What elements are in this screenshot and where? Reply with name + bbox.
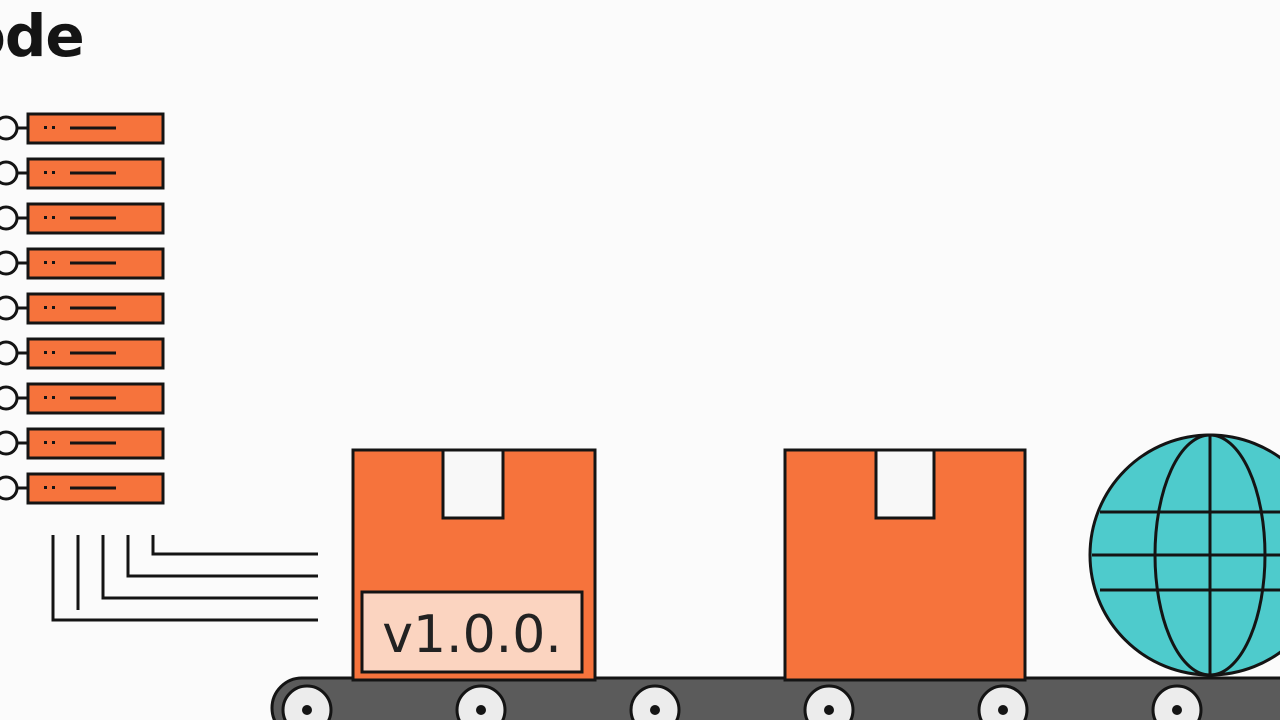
file-row-icon — [0, 202, 165, 235]
belt-roller — [1151, 684, 1203, 720]
globe-icon — [1088, 433, 1280, 677]
file-row-icon — [0, 427, 165, 460]
belt-roller — [803, 684, 855, 720]
belt-roller — [977, 684, 1029, 720]
belt-roller — [281, 684, 333, 720]
file-row-icon — [0, 157, 165, 190]
belt-roller — [455, 684, 507, 720]
connector-lines — [51, 535, 318, 622]
file-row-icon — [0, 382, 165, 415]
file-list — [0, 112, 165, 505]
belt-roller — [629, 684, 681, 720]
file-row-icon — [0, 247, 165, 280]
conveyor-belt-icon — [270, 676, 1280, 720]
package-box-icon: v1.0.0. — [351, 448, 597, 682]
file-row-icon — [0, 337, 165, 370]
version-label-box — [360, 590, 584, 674]
version-label: v1.0.0. — [382, 605, 562, 665]
file-row-icon — [0, 472, 165, 505]
file-row-icon — [0, 292, 165, 325]
file-row-icon — [0, 112, 165, 145]
page-title: ode — [0, 2, 85, 70]
package-box-icon — [783, 448, 1027, 682]
